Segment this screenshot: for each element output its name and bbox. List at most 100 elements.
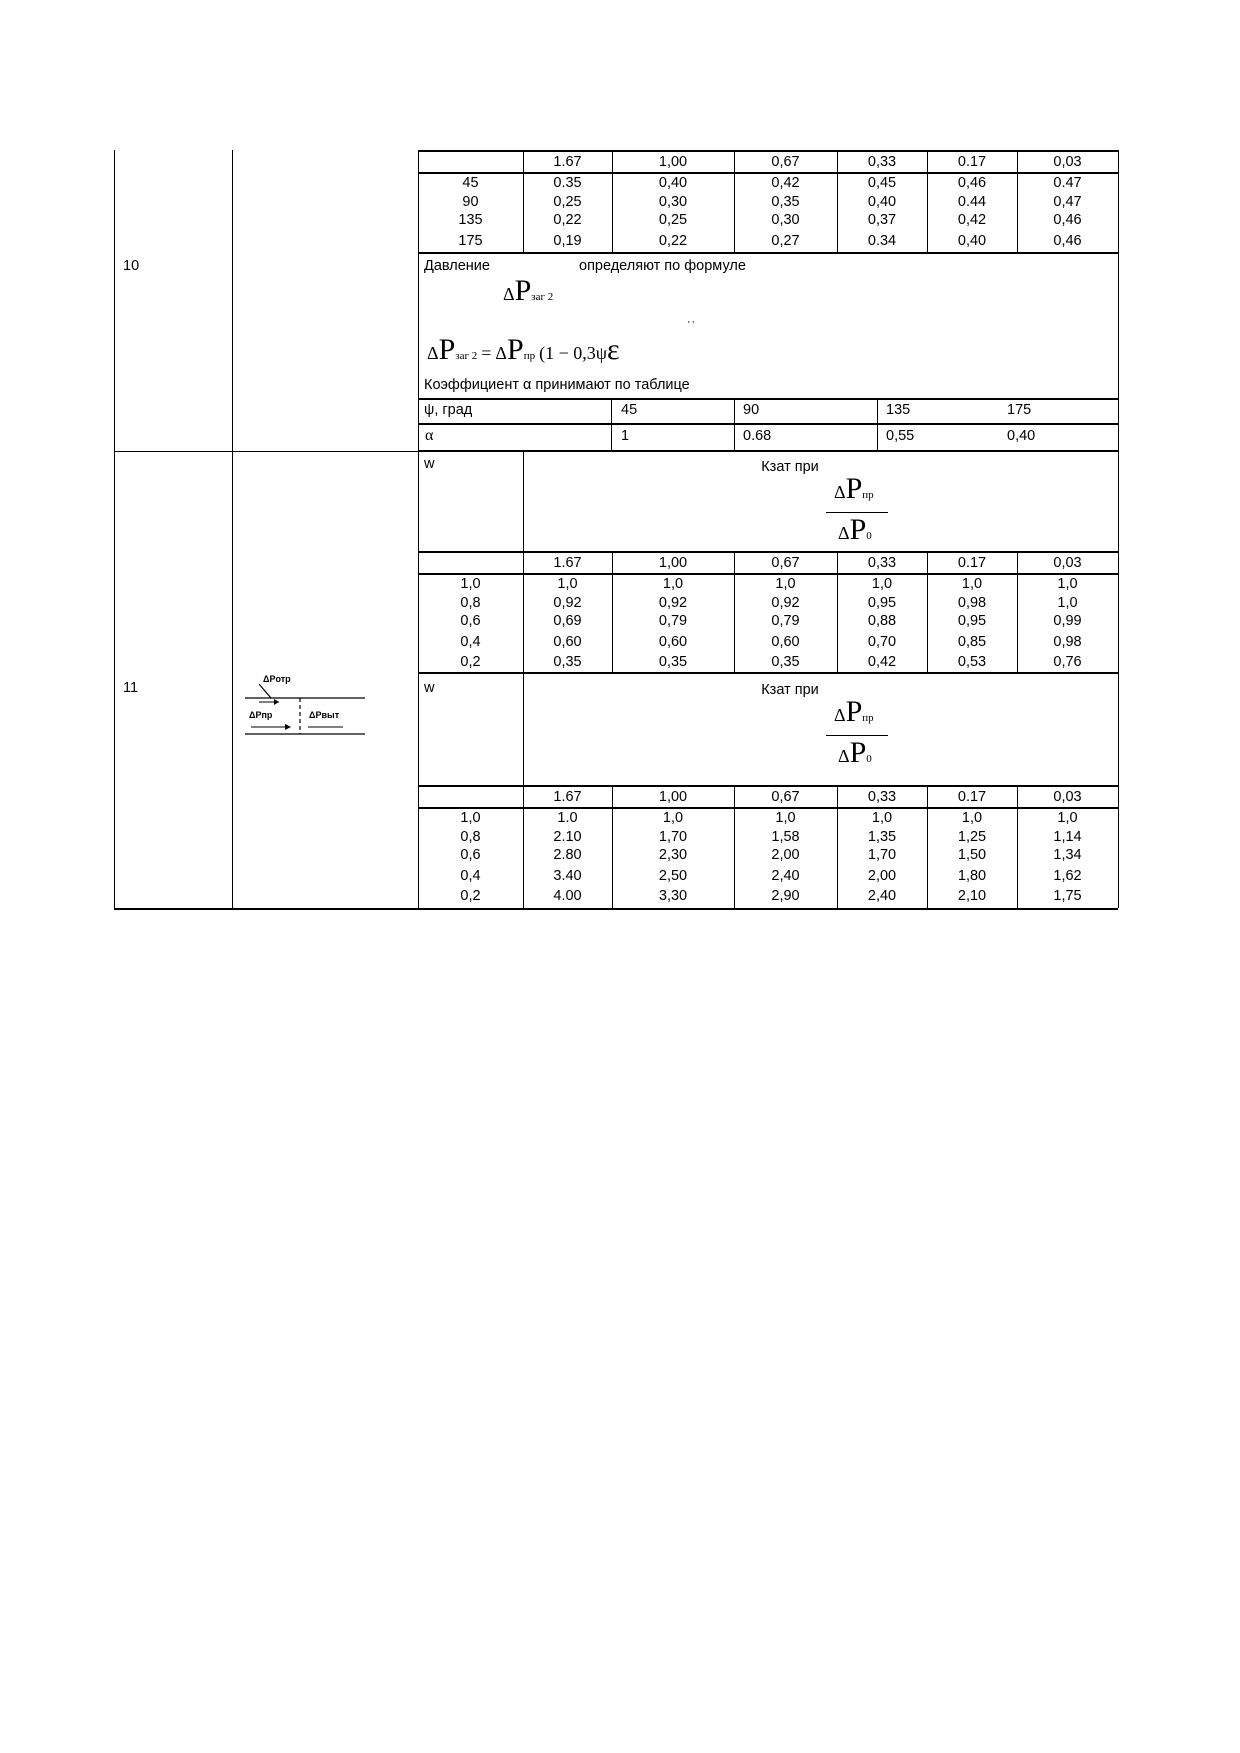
r11-value-cell: 2,00 [771, 847, 800, 863]
r10-value-cell: 0.35 [553, 175, 582, 191]
r11-value-cell: 0,35 [553, 654, 582, 670]
r10-col-line [612, 150, 613, 252]
r11-w-cell: 1,0 [460, 810, 481, 826]
r11-t1-col-line [837, 551, 838, 672]
r11-header-cell: 1,00 [658, 555, 688, 571]
r10-header-cell: 0.17 [957, 154, 987, 170]
r11-w-divider-2 [523, 672, 524, 908]
r11-value-cell: 2,90 [771, 888, 800, 904]
r11-header-cell: 0.17 [957, 555, 987, 571]
r10-col-line [734, 150, 735, 252]
r10-header-bottom [418, 172, 1118, 174]
r10-angle-cell: 135 [458, 212, 483, 228]
r11-t2-header-top [418, 785, 1118, 787]
r10-value-cell: 0.44 [957, 194, 987, 210]
r11-value-cell: 0,99 [1053, 613, 1082, 629]
r11-w-cell: 0,6 [460, 847, 481, 863]
r11-w-cell: 1,0 [460, 576, 481, 592]
r11-value-cell: 0,42 [867, 654, 897, 670]
r11-value-cell: 0,76 [1053, 654, 1082, 670]
r11-value-cell: 1,70 [867, 847, 897, 863]
r11-t1-col-line [612, 551, 613, 672]
w-label-2: w [424, 680, 435, 696]
w-label-1: w [424, 456, 435, 472]
r11-header-cell: 0,67 [771, 555, 800, 571]
r11-w-cell: 0,2 [460, 654, 481, 670]
label-delta-p-pr: ΔPпр [249, 710, 273, 720]
r10-value-cell: 0,40 [658, 175, 688, 191]
r11-t2-header-bottom [418, 807, 1118, 809]
formula-equation: ΔPзаг 2 = ΔPпр (1 − 0,3ψε [427, 333, 620, 366]
r11-value-cell: 0,85 [957, 634, 987, 650]
r11-value-cell: 0,95 [867, 595, 897, 611]
delta-p-zag2-symbol: ΔPзаг 2 [503, 274, 554, 307]
r11-value-cell: 0,95 [957, 613, 987, 629]
r11-value-cell: 1,80 [957, 868, 987, 884]
r11-t1-col-line [734, 551, 735, 672]
r10-value-cell: 0,40 [867, 194, 897, 210]
r11-header-cell: 0,03 [1053, 789, 1082, 805]
column-divider-1 [232, 150, 233, 908]
row-number-11: 11 [123, 680, 139, 696]
r11-value-cell: 1,0 [1057, 810, 1078, 826]
r11-value-cell: 1,0 [1057, 595, 1078, 611]
r11-w-cell: 0,8 [460, 829, 481, 845]
r11-value-cell: 1,0 [662, 810, 684, 826]
r11-value-cell: 3.40 [553, 868, 582, 884]
r11-value-cell: 0,88 [867, 613, 897, 629]
row-separator-10-11 [114, 451, 1118, 452]
r10-value-cell: 0,47 [1053, 194, 1082, 210]
r11-t2-col-line [734, 785, 735, 908]
r10-value-cell: 0.34 [867, 233, 897, 249]
r11-header-cell: 0,67 [771, 789, 800, 805]
alpha-value-cell: 0.68 [743, 428, 772, 444]
r11-value-cell: 0,69 [553, 613, 582, 629]
r11-value-cell: 1,34 [1053, 847, 1082, 863]
r11-header-cell: 0,33 [867, 789, 897, 805]
r11-value-cell: 0,35 [771, 654, 800, 670]
r11-w-cell: 0,4 [460, 868, 481, 884]
r11-value-cell: 0,92 [658, 595, 688, 611]
r11-value-cell: 0,60 [553, 634, 582, 650]
fraction-denominator-2: ΔP0 [838, 736, 872, 769]
r11-w-cell: 0,8 [460, 595, 481, 611]
r10-value-cell: 0,30 [771, 212, 800, 228]
r11-value-cell: 1,0 [871, 810, 893, 826]
r10-angle-cell: 175 [458, 233, 483, 249]
r10-value-cell: 0,45 [867, 175, 897, 191]
alpha-col-line [877, 398, 878, 450]
r10-value-cell: 0,46 [1053, 212, 1082, 228]
outer-right-border [1118, 150, 1119, 908]
r10-col-line [1017, 150, 1018, 252]
alpha-value-cell: 0,55 [886, 428, 915, 444]
r11-value-cell: 2,40 [867, 888, 897, 904]
r10-angle-cell: 90 [462, 194, 479, 210]
r11-value-cell: 1,0 [961, 810, 983, 826]
r11-value-cell: 1,14 [1053, 829, 1082, 845]
r11-value-cell: 1,58 [771, 829, 800, 845]
kzat-label-2: Кзат при [761, 682, 819, 698]
r10-header-cell: 1,00 [658, 154, 688, 170]
r11-value-cell: 0,79 [658, 613, 688, 629]
r10-value-cell: 0,42 [771, 175, 800, 191]
alpha-value-cell: 0,40 [1007, 428, 1036, 444]
r10-top [418, 150, 1118, 152]
r10-value-cell: 0,25 [658, 212, 688, 228]
r11-t2-col-line [612, 785, 613, 908]
r11-value-cell: 2,00 [867, 868, 897, 884]
r11-header-cell: 1,00 [658, 789, 688, 805]
r11-t1-bottom [418, 672, 1118, 674]
r10-header-cell: 1.67 [553, 154, 582, 170]
psi-value-cell: 135 [886, 402, 911, 418]
r11-t1-col-line [927, 551, 928, 672]
fraction-denominator-1: ΔP0 [838, 513, 872, 546]
r10-value-cell: 0,25 [553, 194, 582, 210]
r10-header-cell: 0,33 [867, 154, 897, 170]
alpha-col-line [734, 398, 735, 450]
r11-value-cell: 0,98 [957, 595, 987, 611]
r11-t2-col-line [1017, 785, 1018, 908]
r10-angle-cell: 45 [462, 175, 479, 191]
psi-value-cell: 175 [1007, 402, 1032, 418]
r11-header-cell: 1.67 [553, 555, 582, 571]
